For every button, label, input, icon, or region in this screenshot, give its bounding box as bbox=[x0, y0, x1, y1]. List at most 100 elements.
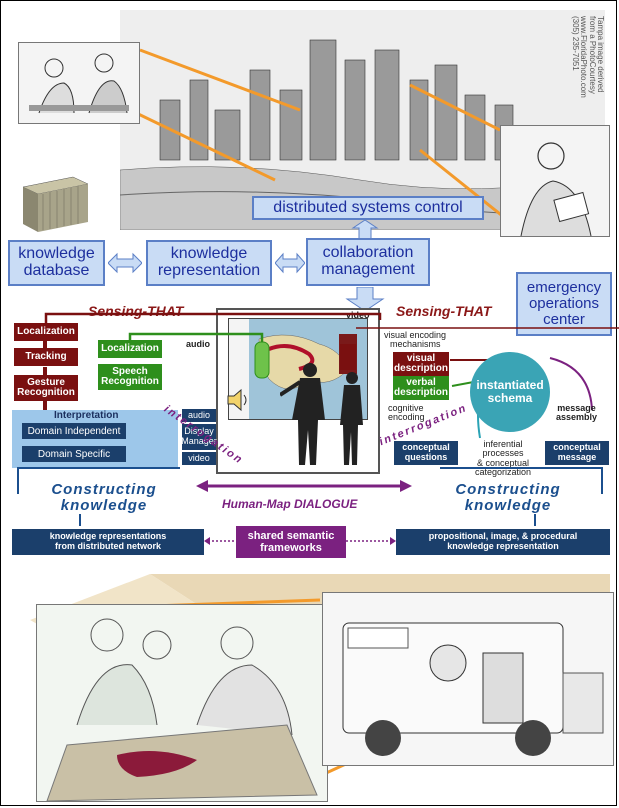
domain-specific-label: Domain Specific bbox=[37, 448, 111, 460]
dotted-arrow-right bbox=[346, 537, 396, 545]
human-map-dialogue-label: Human-Map DIALOGUE bbox=[222, 497, 358, 511]
people-silhouettes-image bbox=[280, 363, 363, 465]
conceptual-questions-line2: questions bbox=[404, 452, 448, 462]
display-audio-label: audio bbox=[187, 409, 211, 420]
visual-description-box[interactable]: visual description bbox=[393, 352, 449, 376]
cognitive-encoding-label: cognitive encoding bbox=[388, 403, 425, 423]
visual-description-line2: description bbox=[394, 363, 448, 374]
speech-line2: Recognition bbox=[101, 376, 159, 387]
vertical-arrow-top bbox=[351, 220, 379, 240]
emergency-vehicle-sketch-image bbox=[322, 592, 614, 766]
inferential-line1: inferential bbox=[483, 439, 523, 449]
constructing-bracket-lines bbox=[17, 467, 603, 526]
display-manager-box[interactable]: Display Manager bbox=[181, 424, 217, 450]
shared-line2: frameworks bbox=[260, 542, 322, 554]
visual-description-line1: visual bbox=[406, 352, 436, 364]
database-server-icon bbox=[22, 176, 89, 232]
bidirectional-arrow-right bbox=[275, 252, 305, 274]
inferential-line3: & conceptual bbox=[476, 457, 530, 468]
message-assembly-label: message assembly bbox=[556, 403, 598, 423]
interpretation-title: Interpretation bbox=[54, 410, 119, 421]
knowledge-representation-line2: representation bbox=[157, 262, 261, 279]
schema-line1: instantiated bbox=[476, 377, 544, 392]
conceptual-message-box[interactable]: conceptual message bbox=[545, 441, 609, 465]
cognitive-line2: encoding bbox=[388, 412, 425, 423]
gesture-line2: Recognition bbox=[17, 387, 75, 398]
conceptual-questions-box[interactable]: conceptual questions bbox=[394, 441, 458, 465]
verbal-description-line1: verbal bbox=[406, 376, 436, 388]
message-assembly-line1: message bbox=[557, 403, 596, 413]
analysts-sketch-image bbox=[18, 42, 140, 124]
tracking-label: Tracking bbox=[25, 350, 67, 362]
gesture-recognition-box[interactable]: Gesture Recognition bbox=[14, 375, 78, 401]
gesture-line1: Gesture bbox=[27, 376, 65, 388]
domain-independent-box[interactable]: Domain Independent bbox=[22, 423, 126, 439]
knowledge-representation-line1: knowledge bbox=[170, 245, 248, 263]
knowledge-database-line1: knowledge bbox=[18, 245, 95, 263]
human-map-dialogue-arrow bbox=[196, 480, 412, 492]
visual-encoding-line1: visual encoding bbox=[384, 330, 447, 340]
dotted-arrow-left bbox=[204, 537, 236, 545]
vertical-arrow-bottom bbox=[345, 287, 385, 311]
domain-independent-label: Domain Independent bbox=[27, 425, 121, 437]
propositional-line2: knowledge representation bbox=[447, 541, 559, 551]
audio-label-left: audio bbox=[186, 339, 210, 349]
conceptual-message-line2: message bbox=[557, 452, 597, 462]
conceptual-message-line1: conceptual bbox=[553, 442, 601, 453]
schema-line2: schema bbox=[487, 391, 533, 405]
constructing-left-line1: Constructing bbox=[51, 481, 157, 498]
cognitive-line1: cognitive bbox=[388, 403, 424, 413]
red-column-arrows bbox=[43, 341, 47, 410]
display-video-label: video bbox=[188, 452, 210, 463]
inferential-line2: processes bbox=[482, 448, 524, 459]
constructing-knowledge-left: Constructing knowledge bbox=[24, 482, 184, 514]
sensing-connector-lines bbox=[44, 312, 619, 379]
display-manager-line2: Manager bbox=[181, 436, 217, 446]
sensing-that-right-title: Sensing-THAT bbox=[396, 303, 492, 319]
display-audio-box[interactable]: audio bbox=[182, 409, 216, 422]
display-manager-line1: Display bbox=[184, 426, 214, 437]
domain-specific-box[interactable]: Domain Specific bbox=[22, 446, 126, 462]
shared-semantic-frameworks-box[interactable]: shared semantic frameworks bbox=[236, 526, 346, 558]
localization-red-box[interactable]: Localization bbox=[14, 323, 78, 341]
propositional-kr-box[interactable]: propositional, image, & procedural knowl… bbox=[396, 529, 610, 555]
tracking-box[interactable]: Tracking bbox=[14, 348, 78, 366]
collaboration-management-line2: management bbox=[321, 261, 415, 278]
distributed-systems-control-label: distributed systems control bbox=[273, 198, 463, 216]
users-at-map-table-sketch-image bbox=[36, 604, 328, 802]
localization-red-label: Localization bbox=[17, 325, 75, 337]
knowledge-representation-box[interactable]: knowledge representation bbox=[146, 240, 272, 286]
knowledge-database-box[interactable]: knowledge database bbox=[8, 240, 105, 286]
speaker-icon bbox=[227, 388, 247, 412]
distributed-systems-control-box[interactable]: distributed systems control bbox=[252, 196, 484, 220]
kr-distributed-line2: from distributed network bbox=[54, 541, 161, 551]
emergency-operations-center-box[interactable]: emergency operations center bbox=[516, 272, 612, 336]
eoc-line3: center bbox=[543, 310, 585, 328]
display-video-box[interactable]: video bbox=[182, 452, 216, 465]
collaboration-management-line1: collaboration bbox=[322, 244, 414, 262]
verbal-description-box[interactable]: verbal description bbox=[393, 376, 449, 400]
visual-encoding-label: visual encoding mechanisms bbox=[384, 330, 447, 350]
conceptual-questions-line1: conceptual bbox=[402, 442, 450, 453]
inferential-line4: categorization bbox=[474, 467, 532, 478]
localization-green-box[interactable]: Localization bbox=[98, 340, 162, 358]
field-operator-sketch-image bbox=[500, 125, 610, 237]
constructing-knowledge-right: Constructing knowledge bbox=[428, 482, 588, 514]
constructing-right-line2: knowledge bbox=[464, 496, 552, 514]
kr-distributed-line1: knowledge representations bbox=[49, 531, 167, 542]
message-assembly-line2: assembly bbox=[556, 412, 598, 423]
verbal-description-line2: description bbox=[394, 387, 448, 398]
inferential-processes-label: inferential processes & conceptual categ… bbox=[462, 439, 544, 478]
shared-line1: shared semantic bbox=[247, 529, 335, 542]
speech-line1: Speech bbox=[112, 365, 148, 377]
eoc-line1: emergency bbox=[526, 279, 602, 297]
localization-green-label: Localization bbox=[101, 342, 159, 354]
constructing-right-line1: Constructing bbox=[455, 481, 561, 498]
instantiated-schema-circle[interactable]: instantiated schema bbox=[470, 352, 550, 432]
kr-distributed-network-box[interactable]: knowledge representations from distribut… bbox=[12, 529, 204, 555]
speech-recognition-box[interactable]: Speech Recognition bbox=[98, 364, 162, 390]
collaboration-management-box[interactable]: collaboration management bbox=[306, 238, 430, 286]
bidirectional-arrow-left bbox=[108, 252, 142, 274]
visual-encoding-line2: mechanisms bbox=[390, 339, 441, 350]
